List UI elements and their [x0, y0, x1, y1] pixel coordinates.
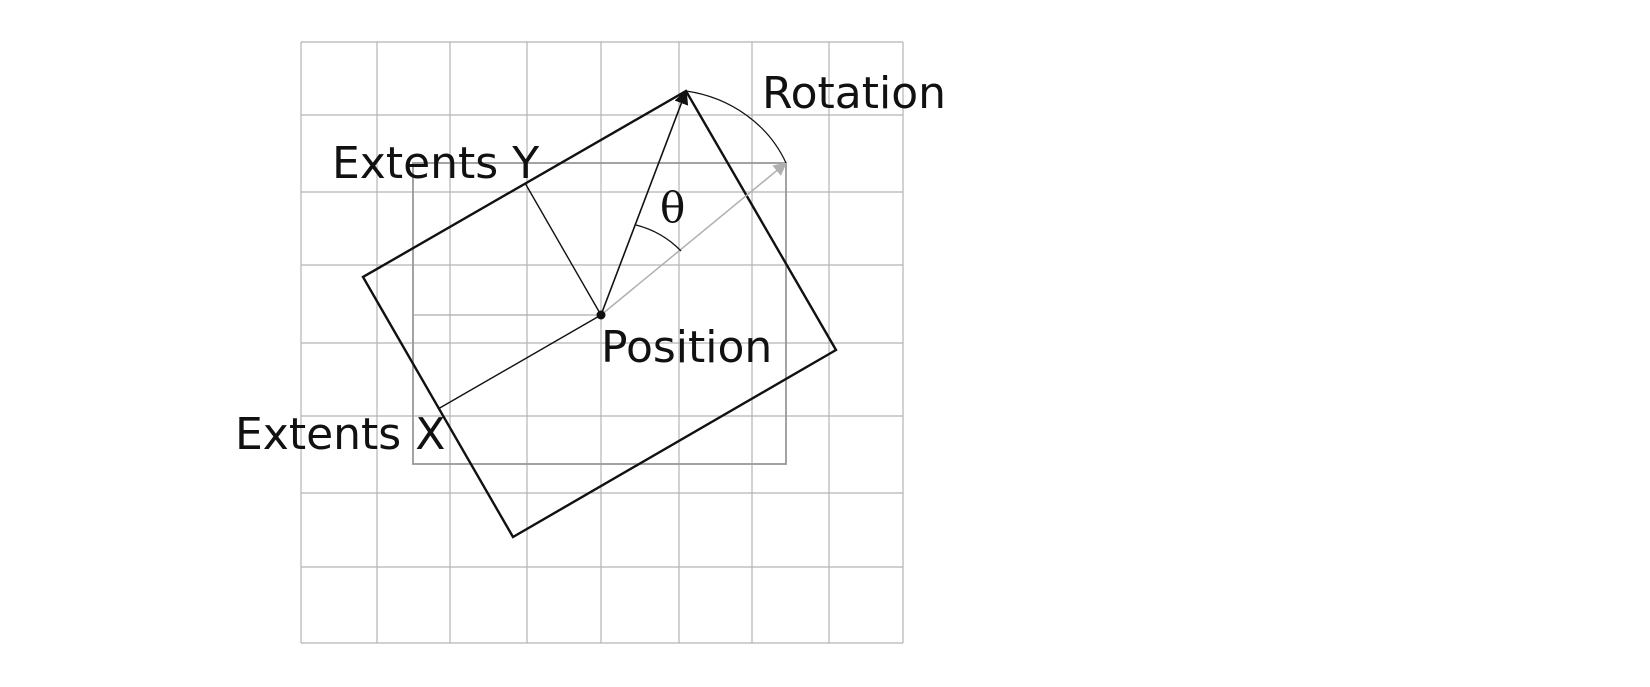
- theta-angle-arc: [635, 224, 682, 252]
- rotated-direction-arrow: [600, 89, 689, 316]
- theta-label: θ: [660, 183, 685, 232]
- rotation-arc: [685, 90, 787, 164]
- extents-y-label: Extents Y: [332, 138, 539, 189]
- extents-y-line: [524, 182, 602, 316]
- extents-x-line: [437, 314, 602, 410]
- oriented-box: [361, 89, 838, 539]
- original-direction-arrow: [600, 162, 788, 316]
- axis-aligned-box: [412, 162, 787, 465]
- background-grid: [300, 41, 904, 644]
- position-label: Position: [601, 322, 772, 373]
- extents-x-label: Extents X: [235, 409, 445, 460]
- rotation-label: Rotation: [762, 68, 946, 119]
- position-point: [596, 310, 606, 320]
